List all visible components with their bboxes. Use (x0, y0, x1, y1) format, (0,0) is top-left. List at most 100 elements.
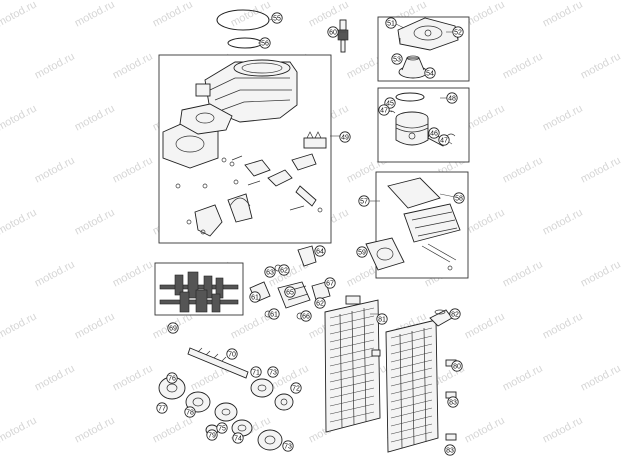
callout-72: 72 (290, 382, 302, 394)
callout-number: 73 (269, 369, 277, 376)
callout-circle (278, 264, 290, 276)
callout-number: 54 (426, 70, 434, 77)
callout-83: 83 (444, 444, 456, 456)
callout-48: 48 (446, 92, 458, 104)
callout-circle (271, 12, 283, 24)
callout-circle (356, 246, 368, 258)
callout-69: 69 (167, 322, 179, 334)
callout-number: 51 (387, 20, 395, 27)
callout-number: 53 (393, 56, 401, 63)
gears (158, 376, 294, 451)
callout-circle (444, 444, 456, 456)
callout-circle (358, 195, 370, 207)
callout-76: 76 (166, 372, 178, 384)
callout-number: 57 (360, 198, 368, 205)
callout-62: 62 (314, 297, 326, 309)
callout-circle (249, 291, 261, 303)
callout-number: 77 (158, 405, 166, 412)
callout-60: 60 (327, 26, 339, 38)
callout-54: 54 (424, 67, 436, 79)
callout-number: 61 (251, 294, 259, 301)
callout-53: 53 (391, 53, 403, 65)
callout-number: 83 (449, 399, 457, 406)
callout-number: 62 (280, 267, 288, 274)
callout-circle (167, 322, 179, 334)
callout-circle (447, 396, 459, 408)
callout-number: 47 (380, 107, 388, 114)
callout-61: 61 (249, 291, 261, 303)
callout-number: 56 (261, 40, 269, 47)
power-valve-linkage (186, 193, 253, 237)
callout-71: 71 (250, 366, 262, 378)
callout-circle (206, 429, 218, 441)
callout-47: 47 (378, 104, 390, 116)
callout-70: 70 (226, 348, 238, 360)
gear-cluster (159, 271, 239, 313)
piston (395, 111, 429, 146)
callout-circle (264, 266, 276, 278)
callout-number: 69 (169, 325, 177, 332)
spark-plug (337, 19, 349, 53)
callout-49: 49 (339, 131, 351, 143)
callout-circle (156, 402, 168, 414)
callout-75: 75 (216, 422, 228, 434)
callout-number: 64 (316, 248, 324, 255)
callout-55: 55 (271, 12, 283, 24)
callout-number: 63 (266, 269, 274, 276)
callout-circle (438, 134, 450, 146)
callout-77: 77 (156, 402, 168, 414)
callout-circle (226, 348, 238, 360)
callout-circle (250, 366, 262, 378)
callout-circle (428, 127, 440, 139)
callout-61: 61 (268, 308, 280, 320)
callout-number: 74 (234, 435, 242, 442)
callout-circle (453, 192, 465, 204)
callout-59: 59 (356, 246, 368, 258)
callout-83: 83 (447, 396, 459, 408)
callout-81: 81 (376, 313, 388, 325)
callout-number: 49 (341, 134, 349, 141)
callout-62: 62 (278, 264, 290, 276)
radiator-left (324, 295, 381, 433)
callout-number: 58 (455, 195, 463, 202)
exhaust-valve-parts (229, 153, 323, 213)
callout-number: 59 (358, 249, 366, 256)
callout-number: 75 (218, 425, 226, 432)
callout-64: 64 (314, 245, 326, 257)
callout-circle (284, 286, 296, 298)
callout-circle (166, 372, 178, 384)
callout-number: 71 (252, 369, 260, 376)
valve-spring (303, 131, 327, 149)
callout-78: 78 (184, 406, 196, 418)
callout-51: 51 (385, 17, 397, 29)
callout-circle (268, 308, 280, 320)
callout-47: 47 (438, 134, 450, 146)
callout-number: 65 (286, 289, 294, 296)
callout-number: 78 (186, 409, 194, 416)
callout-number: 70 (228, 351, 236, 358)
callout-82: 82 (449, 308, 461, 320)
callout-circle (452, 26, 464, 38)
exhaust-flange-gasket (179, 103, 233, 135)
callout-number: 55 (273, 15, 281, 22)
callout-circle (184, 406, 196, 418)
callout-65: 65 (284, 286, 296, 298)
reed-valve (387, 177, 461, 271)
callout-56: 56 (259, 37, 271, 49)
small-bolts (175, 157, 305, 211)
callout-number: 83 (446, 447, 454, 454)
callout-circle (339, 131, 351, 143)
callout-circle (424, 67, 436, 79)
callout-74: 74 (232, 432, 244, 444)
callout-circle (449, 308, 461, 320)
callout-number: 66 (302, 313, 310, 320)
callout-circle (324, 277, 336, 289)
callout-67: 67 (324, 277, 336, 289)
callout-number: 62 (316, 300, 324, 307)
callout-number: 61 (270, 311, 278, 318)
callout-circle (290, 382, 302, 394)
callout-circle (259, 37, 271, 49)
callout-circle (391, 53, 403, 65)
